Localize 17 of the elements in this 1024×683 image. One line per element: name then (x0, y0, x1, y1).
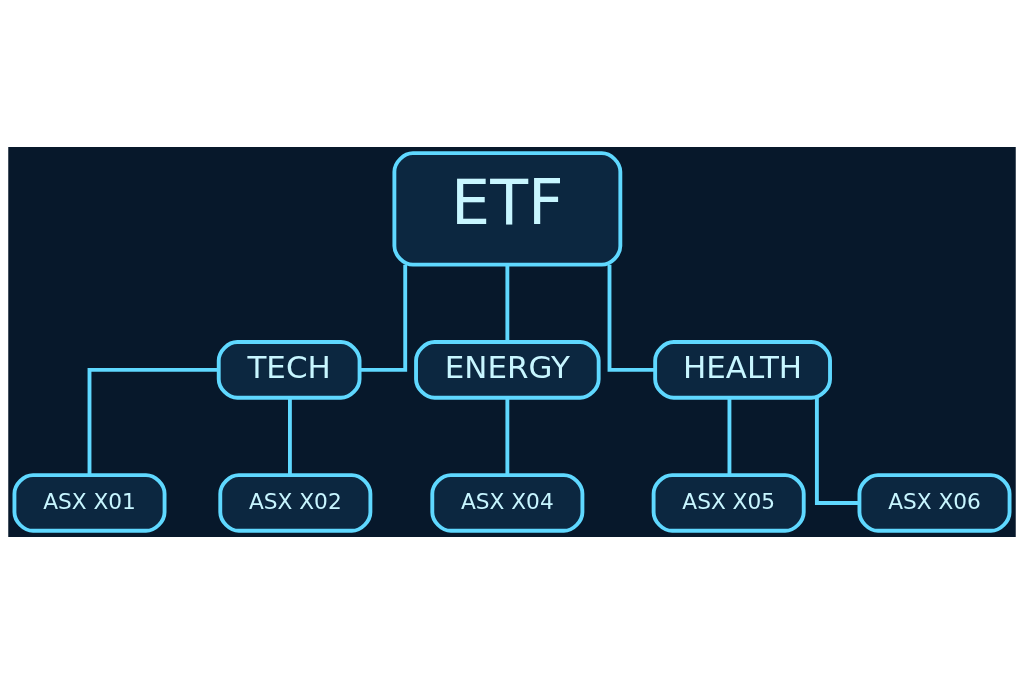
connector (727, 397, 732, 475)
connector (505, 397, 510, 475)
node-box: ASX X04 (430, 472, 585, 533)
node-box: ASX X05 (651, 472, 806, 533)
node-box: ETF (392, 150, 623, 267)
node-box: ASX X01 (12, 472, 167, 533)
connector (288, 397, 292, 475)
connector (505, 264, 510, 342)
node-box: ASX X02 (218, 472, 373, 533)
connector (360, 264, 408, 372)
node-box: TECH (216, 339, 362, 400)
connector (814, 397, 860, 505)
connector (607, 264, 655, 372)
connector (87, 367, 219, 475)
node-box: ENERGY (414, 339, 601, 400)
node-box: HEALTH (653, 339, 832, 400)
node-box: ASX X06 (857, 472, 1012, 533)
